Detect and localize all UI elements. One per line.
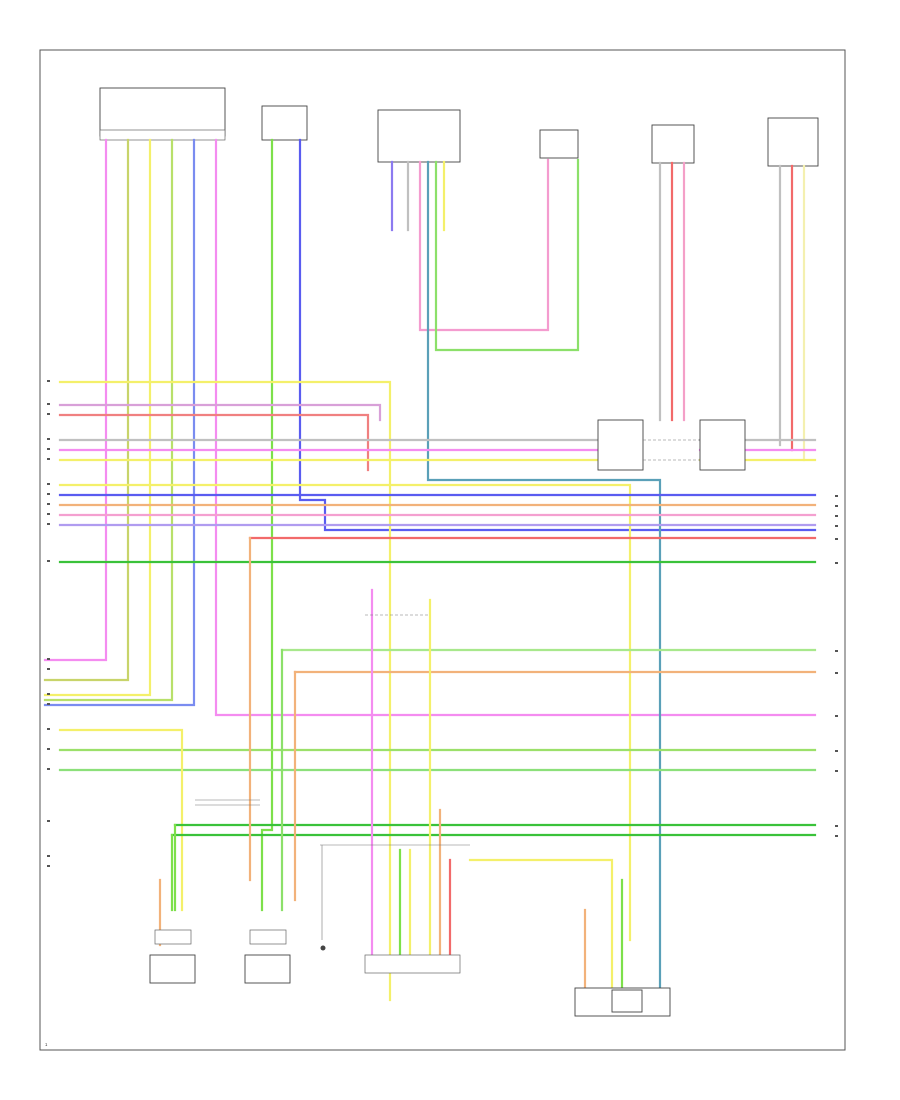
bottom-sensor-1 (149, 954, 196, 984)
wire-yellow-v1 (43, 138, 130, 682)
bottom-center-module-conn (364, 954, 461, 974)
wire-pink-v1 (43, 138, 108, 662)
top-right-module-a (651, 124, 695, 164)
top-right-module-b (767, 117, 819, 167)
top-second-module (261, 105, 308, 141)
wire-pink-v2 (214, 138, 817, 717)
bottom-right-relay (611, 989, 643, 1013)
bottom-ground (320, 945, 326, 951)
wire-yellow-v2 (43, 138, 152, 697)
wire-green-center (434, 158, 580, 352)
right-edge-pins (835, 495, 838, 837)
top-small-module (539, 129, 579, 159)
diagram-frame (39, 49, 846, 1051)
bus-yellow-1 (58, 380, 392, 1002)
bottom-sensor-2 (244, 954, 291, 984)
junction-connector-right (699, 419, 746, 471)
wire-green-v1 (43, 138, 174, 702)
bus-pink-2 (58, 403, 382, 422)
wire-teal-center (426, 160, 662, 1002)
bottom-conn-2 (249, 929, 287, 945)
left-edge-pins (47, 380, 50, 867)
top-left-module-connector (99, 129, 226, 141)
top-left-module (99, 87, 226, 137)
bus-red-3 (58, 413, 370, 472)
bus-yellow-7 (58, 483, 632, 942)
top-center-connector (377, 109, 461, 163)
wire-blue-v1 (43, 138, 196, 707)
junction-connector-left (597, 419, 644, 471)
bottom-conn-1 (154, 929, 192, 945)
wire-blue-v2 (298, 138, 817, 532)
wire-yellow-right (468, 858, 614, 992)
wire-pink-center (418, 158, 550, 332)
footer-code: 1 (45, 1042, 48, 1047)
bus-yellow-low (58, 728, 184, 912)
